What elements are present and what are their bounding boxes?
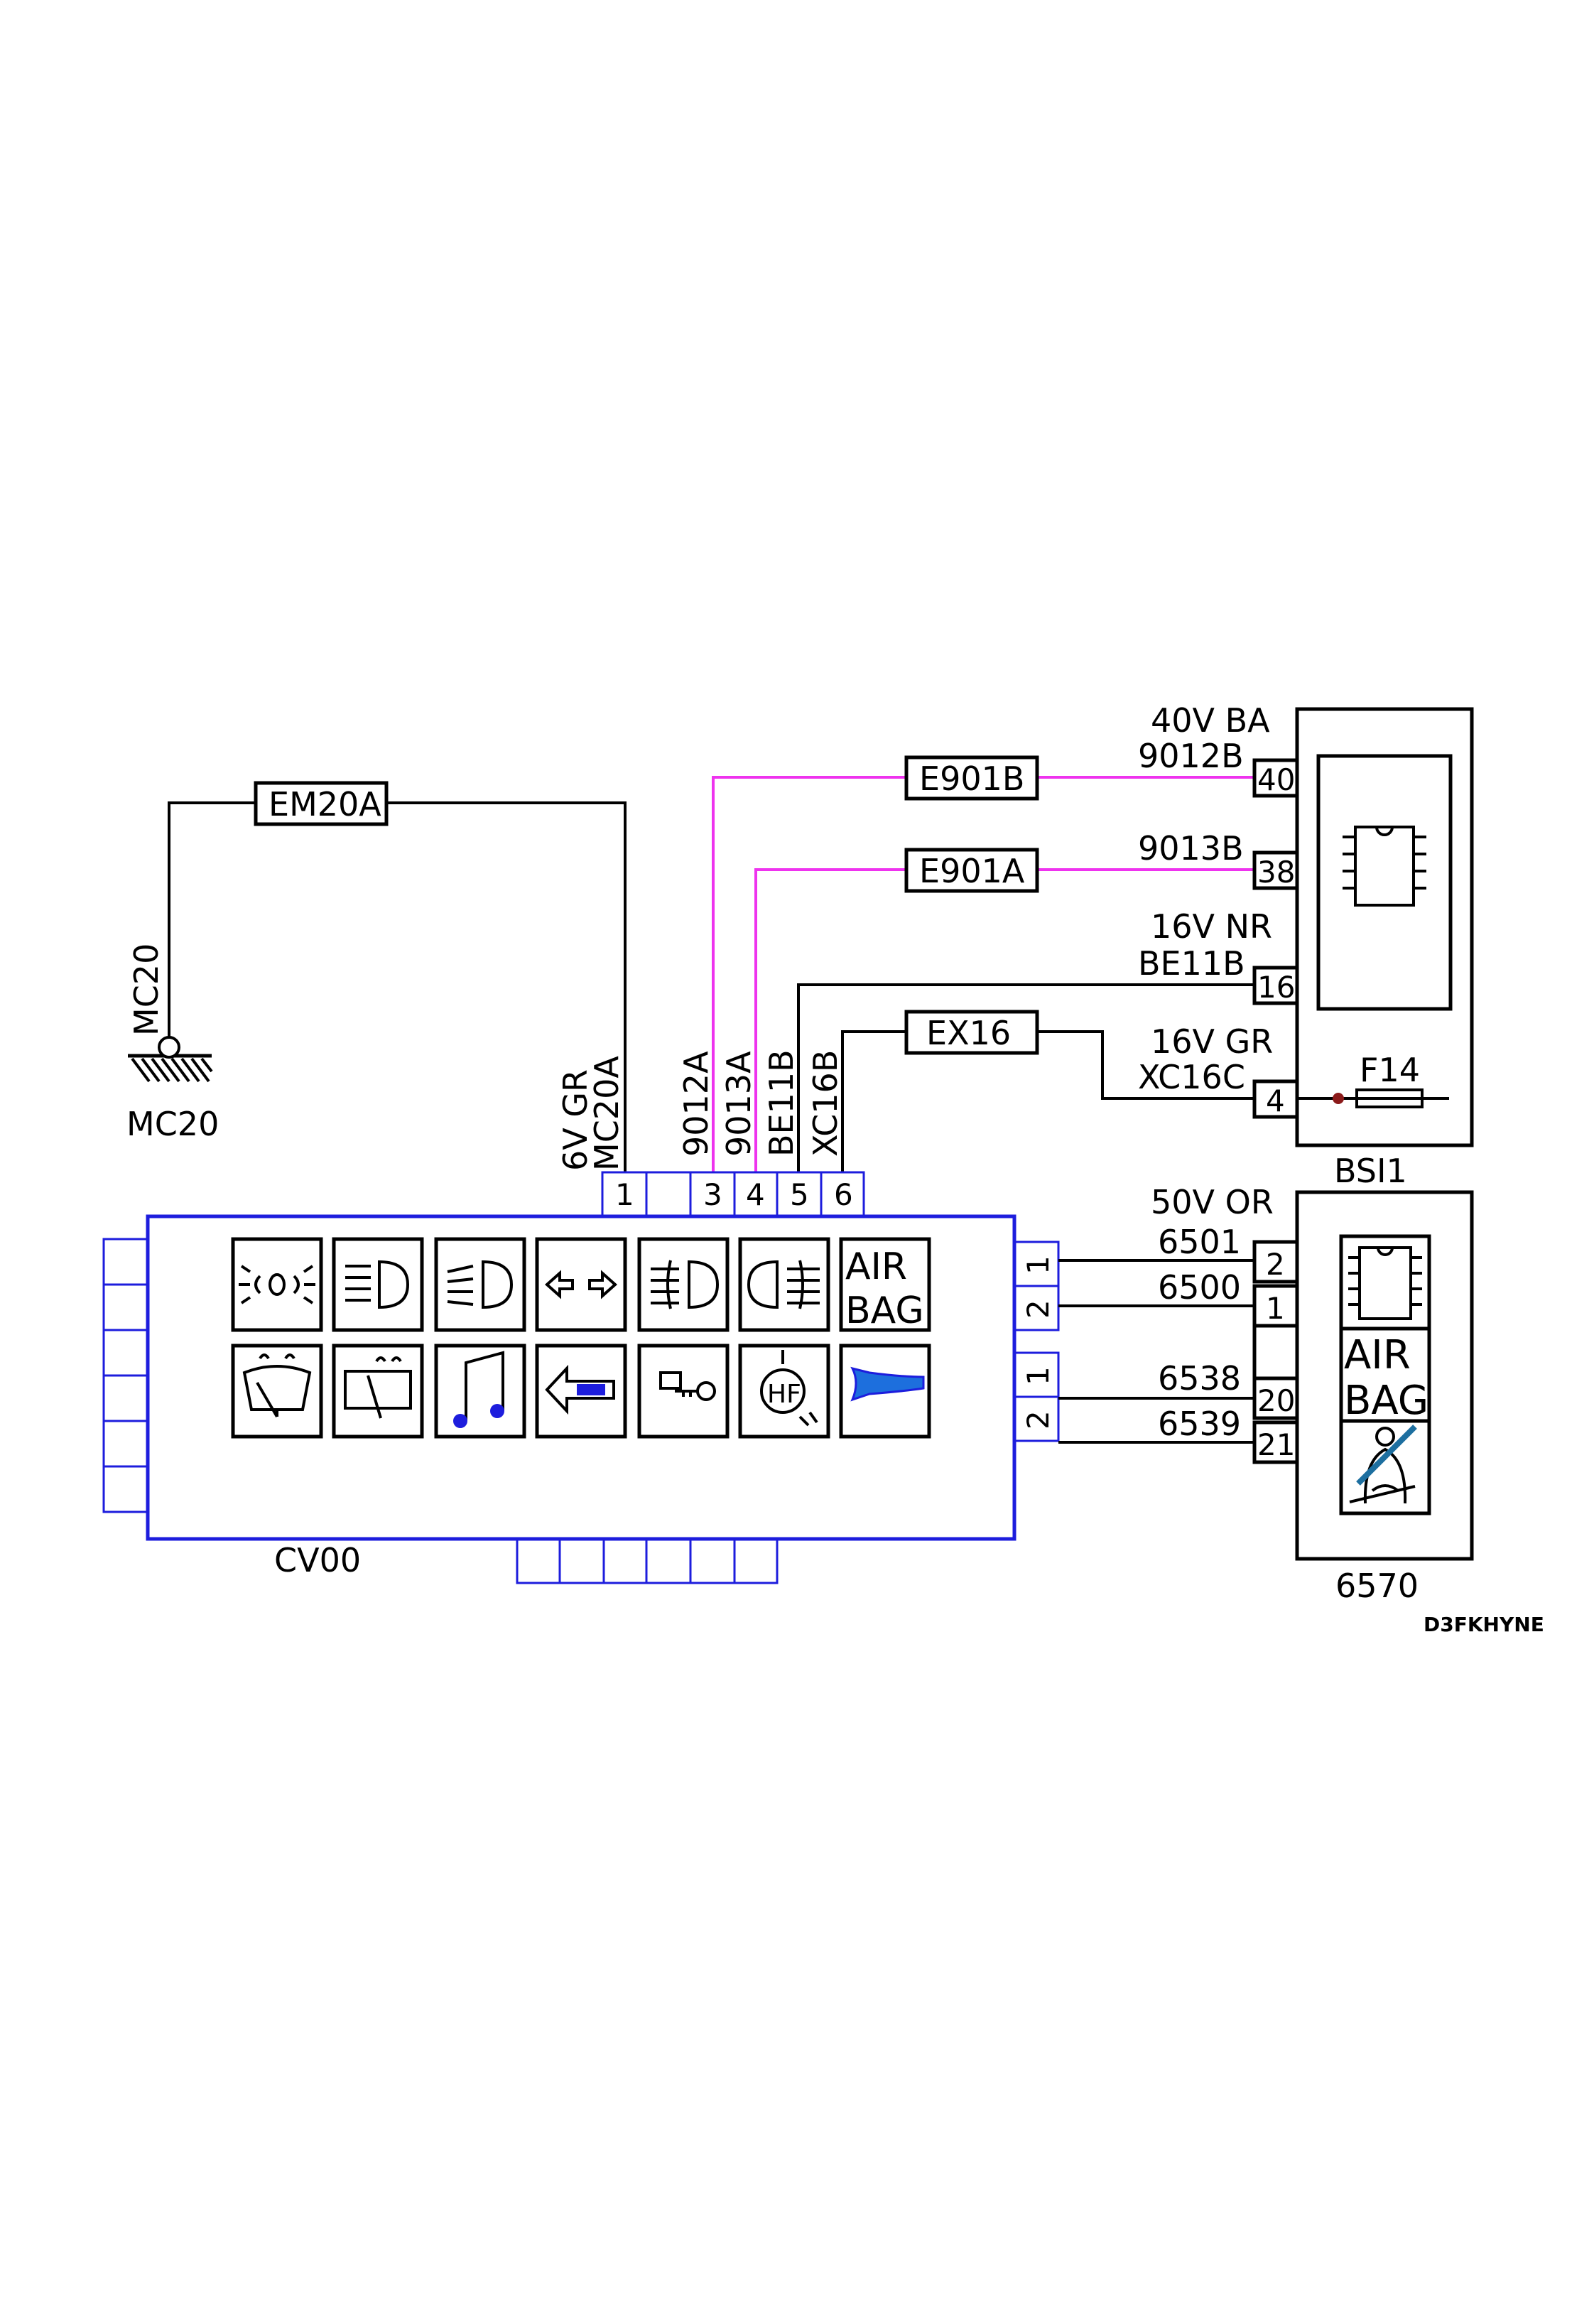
- m6570-chip-icon: [1348, 1246, 1422, 1320]
- cv00-name: CV00: [274, 1541, 361, 1579]
- cv00-pin-4: 4: [746, 1177, 765, 1212]
- cv00-right-connector-1: 1 2: [1013, 1241, 1060, 1331]
- cv00-module: 1 3 4 5 6 1 2: [102, 1171, 1060, 1584]
- m6570-spec: 50V OR: [1151, 1183, 1274, 1221]
- cv00-pin-1: 1: [615, 1177, 634, 1212]
- ground-mc20: MC20 MC20: [126, 801, 256, 1143]
- hands-free-icon: HF: [738, 1344, 830, 1439]
- hf-glyph: HF: [767, 1380, 801, 1409]
- bsi1-spec-16: 16V NR: [1151, 907, 1272, 946]
- bsi1-wire-40: 9012B: [1138, 737, 1244, 775]
- ground-label-vertical: MC20: [127, 944, 166, 1036]
- m6570-airbag-icon: AIR BAG: [1344, 1332, 1428, 1424]
- wire-label-9012a: 9012A: [677, 1051, 715, 1157]
- bsi1-wire-4: XC16C: [1138, 1058, 1245, 1096]
- wire-label-6v-gr: 6V GR: [556, 1069, 595, 1171]
- chip-icon: [1343, 826, 1426, 907]
- bsi1-spec-4: 16V GR: [1151, 1022, 1273, 1061]
- bsi1-name: BSI1: [1334, 1152, 1407, 1190]
- ground-label: MC20: [126, 1105, 219, 1143]
- e901b-connector: E901B: [904, 755, 1039, 801]
- turn-signal-icon: [535, 1237, 627, 1332]
- m6570-name: 6570: [1335, 1567, 1419, 1605]
- cv00-airbag-text-2: BAG: [845, 1290, 924, 1332]
- wire-label-mc20a: MC20A: [587, 1056, 626, 1171]
- rear-fog-icon: [738, 1237, 830, 1332]
- cv00-r2-pin-2: 2: [1021, 1410, 1056, 1429]
- key-icon: [637, 1344, 730, 1439]
- cv00-top-connector: 1 3 4 5 6: [601, 1171, 865, 1218]
- cv00-left-connector: [102, 1238, 149, 1513]
- bsi1-pin-40: 40: [1257, 762, 1295, 797]
- cv00-pin-5: 5: [790, 1177, 809, 1212]
- cv00-6570-wires: [1058, 1259, 1254, 1444]
- e901b-label: E901B: [919, 760, 1024, 798]
- horn-icon: [839, 1344, 931, 1439]
- bsi1-pin-4: 4: [1266, 1083, 1285, 1118]
- cv00-r2-pin-1: 1: [1021, 1366, 1056, 1385]
- m6570-module: 2 1 20 21 AIR BAG: [1252, 1190, 1474, 1605]
- bsi1-spec-40: 40V BA: [1151, 701, 1270, 740]
- bsi1-pin-16: 16: [1257, 970, 1295, 1005]
- cv00-bottom-connector: [516, 1537, 779, 1584]
- bsi1-module: 40 38 16 4 F14 BSI1: [1252, 707, 1474, 1190]
- cv00-airbag-text-1: AIR: [845, 1245, 907, 1288]
- airbag-icon: AIR BAG: [839, 1237, 931, 1332]
- high-beam-icon: [434, 1237, 526, 1332]
- audible-warning-icon: [434, 1344, 526, 1439]
- door-open-icon: [535, 1344, 627, 1439]
- em20a-label: EM20A: [269, 785, 381, 823]
- bsi1-wire-16: BE11B: [1138, 944, 1245, 983]
- m6570-wire-2: 6501: [1158, 1223, 1241, 1261]
- wire-label-xc16b: XC16B: [806, 1050, 845, 1157]
- sidelights-icon: [231, 1237, 323, 1332]
- bsi1-wire-38: 9013B: [1138, 829, 1244, 868]
- m6570-pin-21: 21: [1257, 1427, 1295, 1462]
- fuse-f14: F14: [1297, 1051, 1449, 1108]
- cv00-pin-3: 3: [703, 1177, 722, 1212]
- ref-code: D3FKHYNE: [1424, 1613, 1544, 1636]
- seatbelt-icon: [1349, 1425, 1417, 1504]
- wire-label-be11b: BE11B: [762, 1049, 801, 1157]
- wire-label-9013a: 9013A: [720, 1051, 758, 1157]
- e901a-connector: E901A: [904, 848, 1039, 893]
- e901a-label: E901A: [919, 852, 1025, 890]
- m6570-airbag-text-2: BAG: [1344, 1378, 1428, 1424]
- m6570-wire-20: 6538: [1158, 1359, 1241, 1398]
- rear-wiper-icon: [332, 1344, 424, 1439]
- cv00-r1-pin-2: 2: [1021, 1299, 1056, 1319]
- m6570-wire-21: 6539: [1158, 1405, 1241, 1443]
- low-beam-icon: [332, 1237, 424, 1332]
- m6570-pin-1: 1: [1266, 1291, 1285, 1326]
- windscreen-washer-icon: [231, 1344, 323, 1439]
- ex16-label: EX16: [926, 1014, 1011, 1052]
- fuse-label: F14: [1360, 1051, 1420, 1089]
- diag-wires: [712, 776, 1254, 1172]
- m6570-pin-20: 20: [1257, 1383, 1295, 1418]
- em20a-connector: EM20A: [254, 781, 389, 826]
- cv00-r1-pin-1: 1: [1021, 1255, 1056, 1275]
- m6570-wire-1: 6500: [1158, 1268, 1241, 1307]
- cv00-pin-6: 6: [834, 1177, 853, 1212]
- bsi1-pin-38: 38: [1257, 855, 1295, 890]
- front-fog-icon: [637, 1237, 730, 1332]
- ex16-connector: EX16: [904, 1010, 1039, 1055]
- m6570-pin-2: 2: [1266, 1247, 1285, 1282]
- cv00-right-connector-2: 1 2: [1013, 1351, 1060, 1442]
- m6570-airbag-text-1: AIR: [1344, 1332, 1411, 1378]
